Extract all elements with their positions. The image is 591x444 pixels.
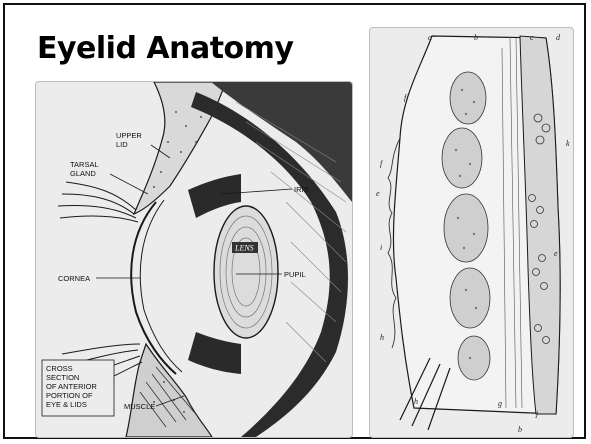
slide-title: Eyelid Anatomy [37, 31, 293, 66]
key-d: d [556, 33, 561, 42]
eye-cross-section-drawing: LENS [36, 82, 352, 437]
muscle-label: MUSCLE [124, 402, 155, 411]
tarsal-gland-label-line1: TARSAL [70, 160, 99, 169]
key-b-bottom: b [518, 425, 522, 434]
caption-line2: SECTION [46, 373, 79, 382]
caption-line1: CROSS [46, 364, 73, 373]
eyelid-histology-drawing: a b c d f f e k i e h h g b j [370, 28, 573, 437]
upper-lid-label-line2: LID [116, 140, 128, 149]
upper-lid-label-line1: UPPER [116, 131, 142, 140]
key-h-left: h [380, 333, 384, 342]
cornea-label: CORNEA [58, 274, 90, 283]
key-a: a [428, 33, 432, 42]
key-g: g [498, 399, 502, 408]
cornea-arc [131, 202, 176, 374]
pupil-label: PUPIL [284, 270, 306, 279]
key-h-bottom: h [414, 397, 418, 406]
key-e-right: e [554, 249, 558, 258]
iris-label: IRIS [294, 185, 309, 194]
eyelid-histology-figure: a b c d f f e k i e h h g b j [369, 27, 574, 438]
key-e-left: e [376, 189, 380, 198]
caption-line4: PORTION OF [46, 391, 93, 400]
caption-line5: EYE & LIDS [46, 400, 87, 409]
slide-frame: Eyelid Anatomy [3, 3, 586, 439]
key-k: k [566, 139, 570, 148]
key-f-mid: f [380, 159, 384, 168]
key-b-top: b [474, 33, 478, 42]
eye-cross-section-figure: LENS [35, 81, 353, 438]
key-i: i [380, 243, 382, 252]
lens-label: LENS [234, 244, 254, 253]
iris-lower [188, 332, 241, 374]
upper-lashes [58, 182, 138, 222]
lens-shape [214, 206, 278, 338]
caption-line3: OF ANTERIOR [46, 382, 97, 391]
tarsal-gland-label-line2: GLAND [70, 169, 96, 178]
key-c: c [530, 33, 534, 42]
